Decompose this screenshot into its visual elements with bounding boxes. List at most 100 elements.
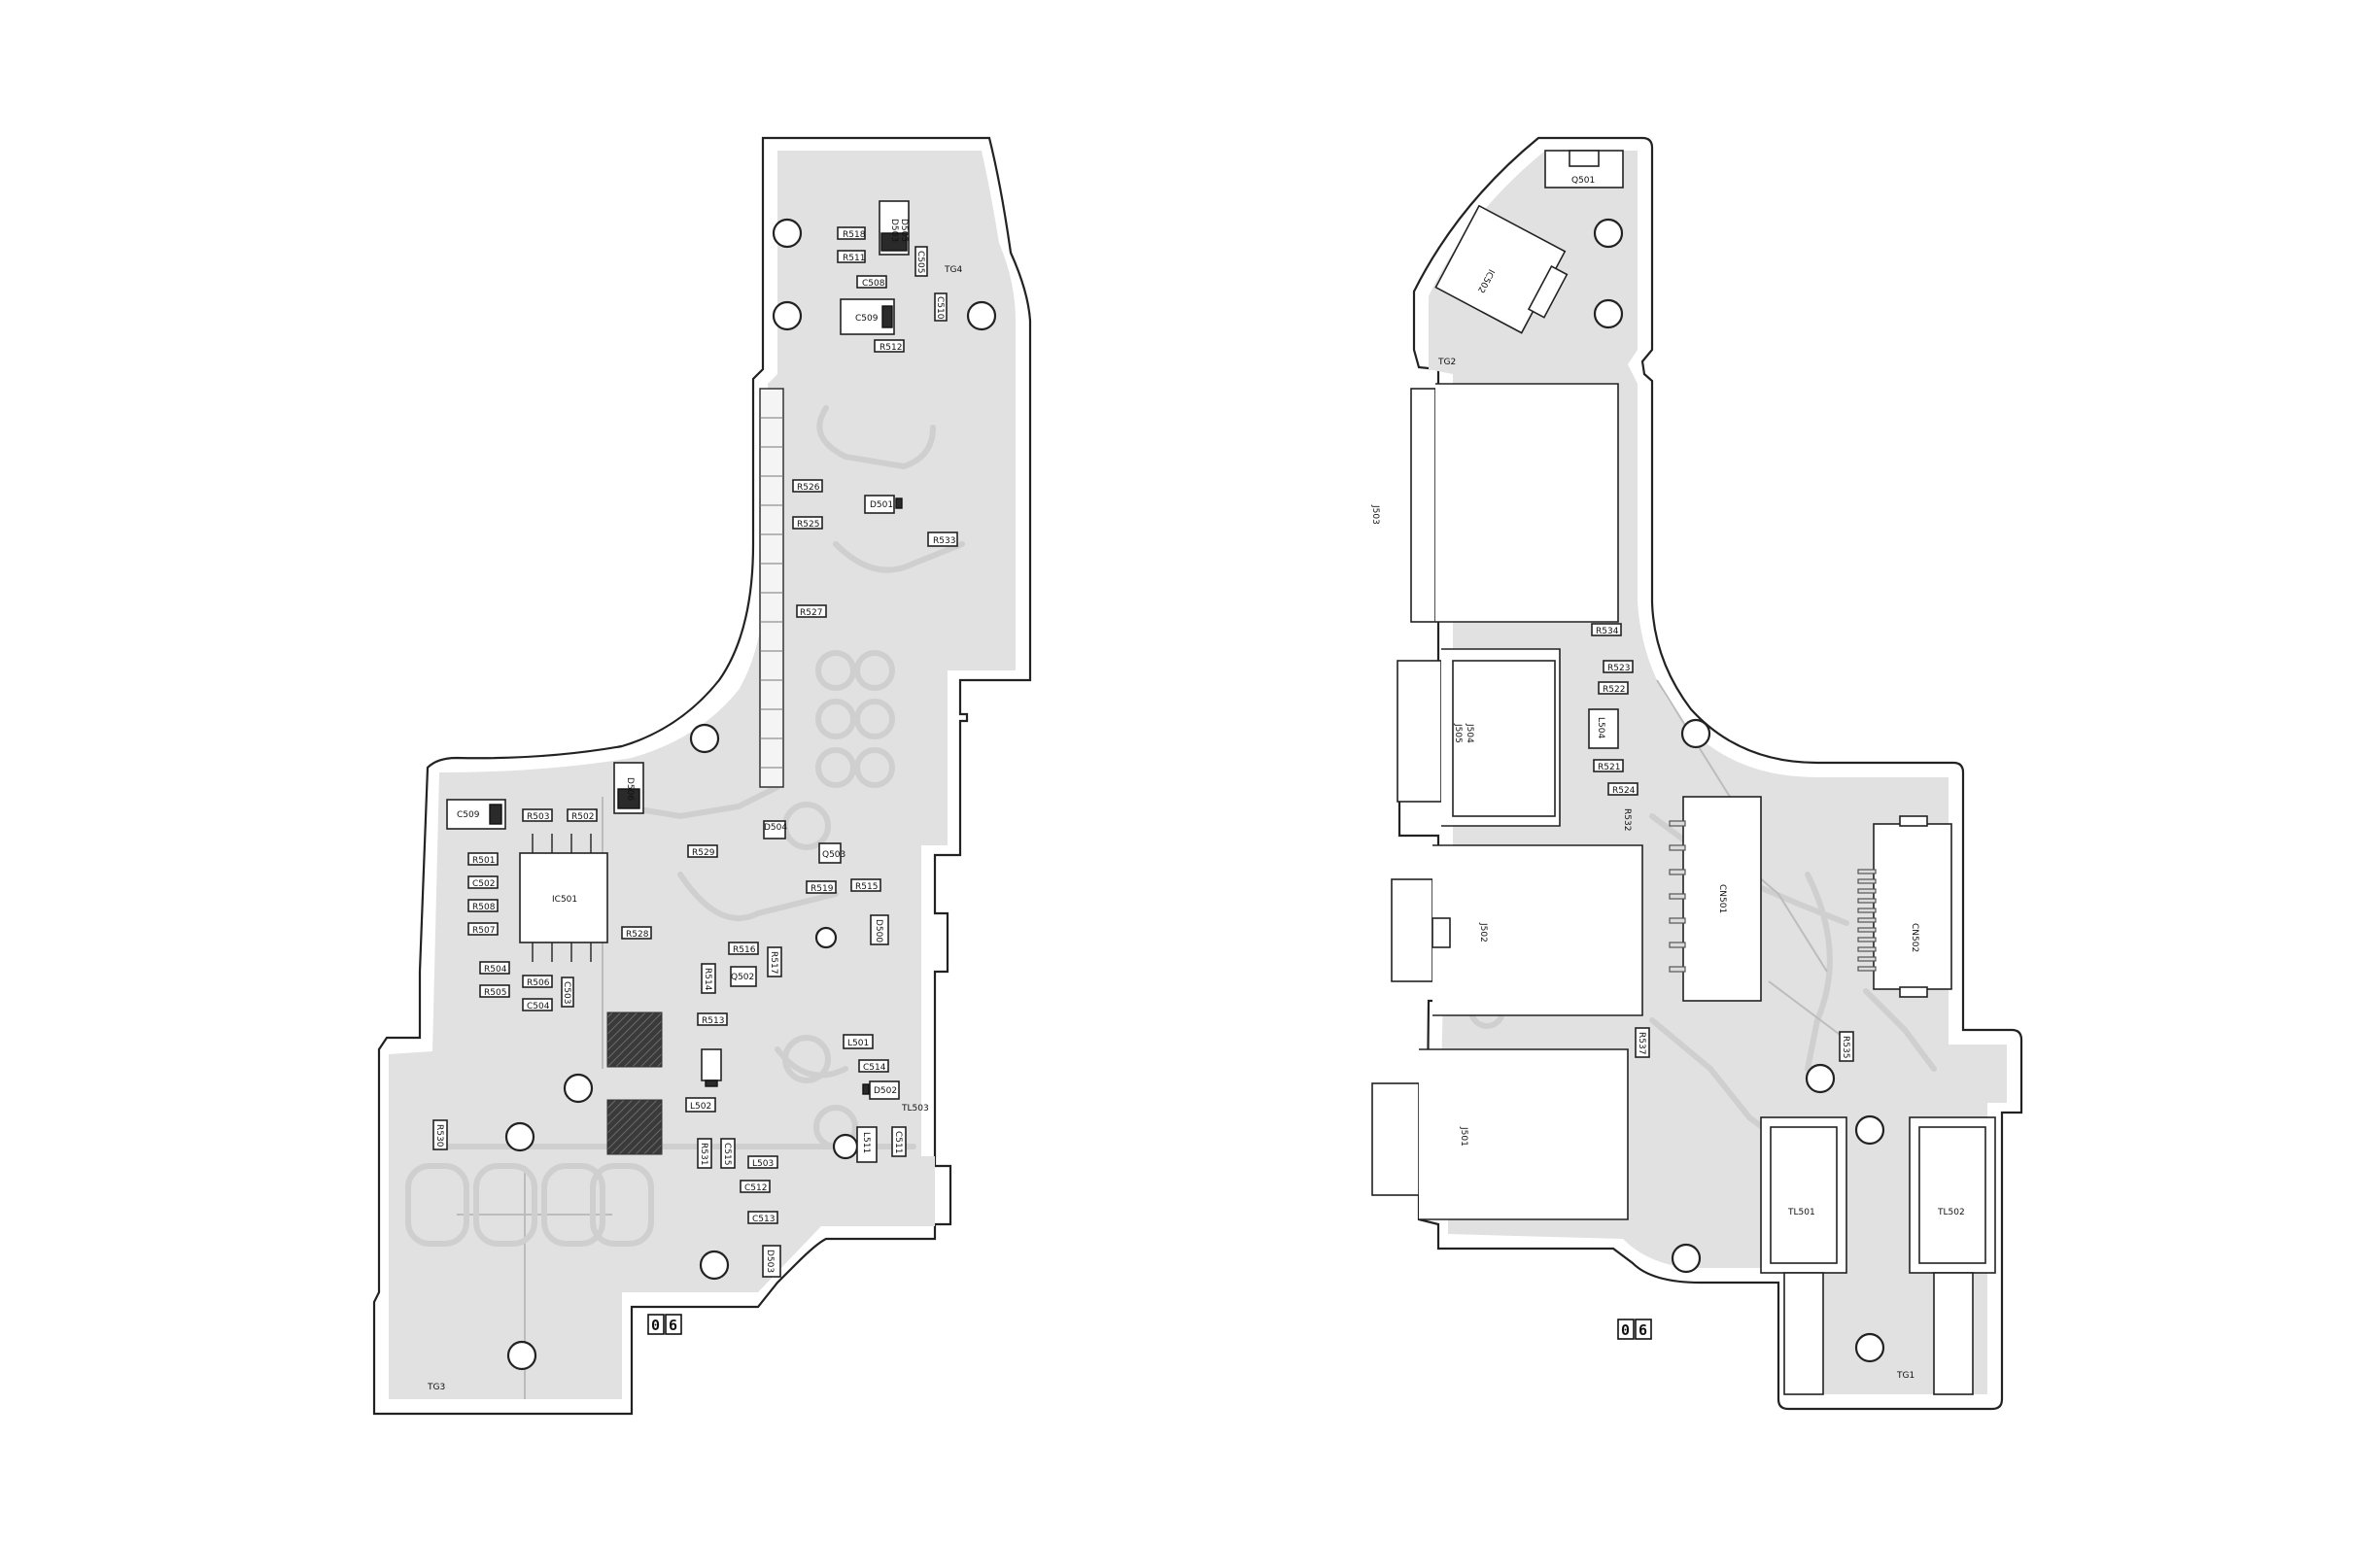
component-d501-body [895, 497, 903, 509]
label-r501: R501 [472, 856, 495, 866]
component-c510 [934, 292, 948, 322]
label-q501: Q501 [1571, 176, 1595, 186]
label-r525: R525 [797, 520, 819, 530]
label-l504: L504 [1596, 717, 1605, 738]
right-badge-digit-1: 0 [1621, 1321, 1630, 1339]
component-d501 [864, 495, 895, 514]
label-r502: R502 [571, 812, 594, 822]
label-tl502: TL502 [1937, 1208, 1965, 1217]
right-components: Q501 IC502 TG2 J503 R534 J505 J504 R523 … [1370, 150, 1996, 1395]
left-hole [832, 1133, 859, 1160]
component-j505 [1397, 660, 1442, 803]
component-d503b [762, 1245, 781, 1278]
left-hole [689, 723, 720, 754]
label-r504: R504 [484, 965, 507, 975]
component-r514 [701, 963, 716, 994]
right-hole [1671, 1243, 1702, 1274]
label-tl503: TL503 [901, 1104, 929, 1114]
label-r514: R514 [703, 968, 712, 991]
component-r526 [792, 479, 823, 493]
component-d503-body [880, 232, 908, 252]
label-c509b: C509 [457, 810, 480, 820]
right-board: Q501 IC502 TG2 J503 R534 J505 J504 R523 … [1370, 136, 2023, 1411]
component-c508 [856, 275, 887, 289]
label-tg3: TG3 [427, 1383, 445, 1392]
component-tl502: TL502 [1909, 1116, 1996, 1395]
right-hole [1593, 298, 1624, 329]
label-c509: C509 [855, 314, 879, 324]
left-hole [814, 926, 838, 949]
label-tl501: TL501 [1787, 1208, 1815, 1217]
component-r528 [621, 926, 652, 940]
component-r511 [837, 250, 866, 263]
component-c505 [914, 246, 928, 277]
component-r512 [874, 339, 905, 353]
label-c503: C503 [562, 981, 571, 1004]
label-j504: J504 [1465, 723, 1474, 743]
component-l501 [843, 1034, 874, 1049]
component-r504 [479, 961, 510, 975]
label-d506: D506 [625, 777, 635, 801]
label-j503: J503 [1370, 504, 1380, 525]
component-r534 [1591, 623, 1622, 636]
left-hole [699, 1250, 730, 1281]
component-r506 [522, 975, 553, 988]
left-hole [966, 300, 997, 331]
label-r530: R530 [434, 1124, 444, 1148]
label-j502: J502 [1478, 922, 1488, 942]
label-r532: R532 [1622, 808, 1632, 831]
label-r505: R505 [484, 988, 506, 998]
label-c502: C502 [472, 879, 495, 889]
cn502-pins [1857, 869, 1877, 972]
label-r535: R535 [1841, 1036, 1850, 1058]
label-r528: R528 [626, 930, 649, 940]
label-d505: D505 [899, 219, 909, 242]
component-j501 [1371, 1082, 1420, 1196]
label-r523: R523 [1607, 664, 1630, 673]
component-r505 [479, 984, 510, 998]
left-side-badge: 0 6 [647, 1314, 682, 1335]
label-r521: R521 [1598, 763, 1620, 772]
component-j503 [1410, 388, 1436, 623]
label-r526: R526 [797, 483, 820, 493]
component-j502 [1391, 878, 1433, 982]
component-r507 [467, 922, 499, 936]
label-r508: R508 [472, 903, 496, 912]
label-tg1: TG1 [1896, 1371, 1914, 1381]
component-ic502: IC502 [1434, 204, 1569, 334]
label-r513: R513 [702, 1016, 724, 1026]
component-r501 [467, 852, 499, 866]
label-c508: C508 [862, 279, 885, 289]
left-copper-pour [389, 151, 1016, 1399]
component-cn502-bottom [1899, 986, 1928, 998]
label-d500: D500 [874, 919, 883, 942]
left-components: R518 R511 C508 D503 D505 C505 TG4 C510 C… [427, 200, 962, 1392]
label-cn502: CN502 [1910, 923, 1919, 952]
left-hole [506, 1340, 537, 1371]
left-edge-connector [759, 388, 784, 788]
label-r512: R512 [880, 343, 902, 353]
label-r507: R507 [472, 926, 495, 936]
left-badge-digit-1: 0 [651, 1317, 660, 1334]
label-d503: D503 [889, 219, 899, 242]
component-l503 [747, 1155, 778, 1169]
label-c514: C514 [863, 1063, 886, 1073]
label-c511: C511 [893, 1131, 903, 1153]
label-r537: R537 [1637, 1032, 1646, 1054]
component-l502 [685, 1097, 716, 1113]
component-cn502 [1873, 823, 1952, 990]
component-inductor-block-1 [606, 1011, 663, 1068]
component-c515 [720, 1138, 736, 1169]
component-d502 [869, 1080, 900, 1100]
component-c512 [740, 1180, 771, 1193]
label-l503: L503 [752, 1159, 774, 1169]
label-d504: D504 [764, 823, 787, 833]
label-r531: R531 [699, 1143, 708, 1165]
right-hole [1854, 1114, 1885, 1146]
label-j501: J501 [1459, 1126, 1468, 1147]
label-d502: D502 [874, 1086, 897, 1096]
component-r525 [792, 516, 823, 530]
component-c513 [747, 1211, 778, 1224]
component-r515 [850, 878, 881, 892]
